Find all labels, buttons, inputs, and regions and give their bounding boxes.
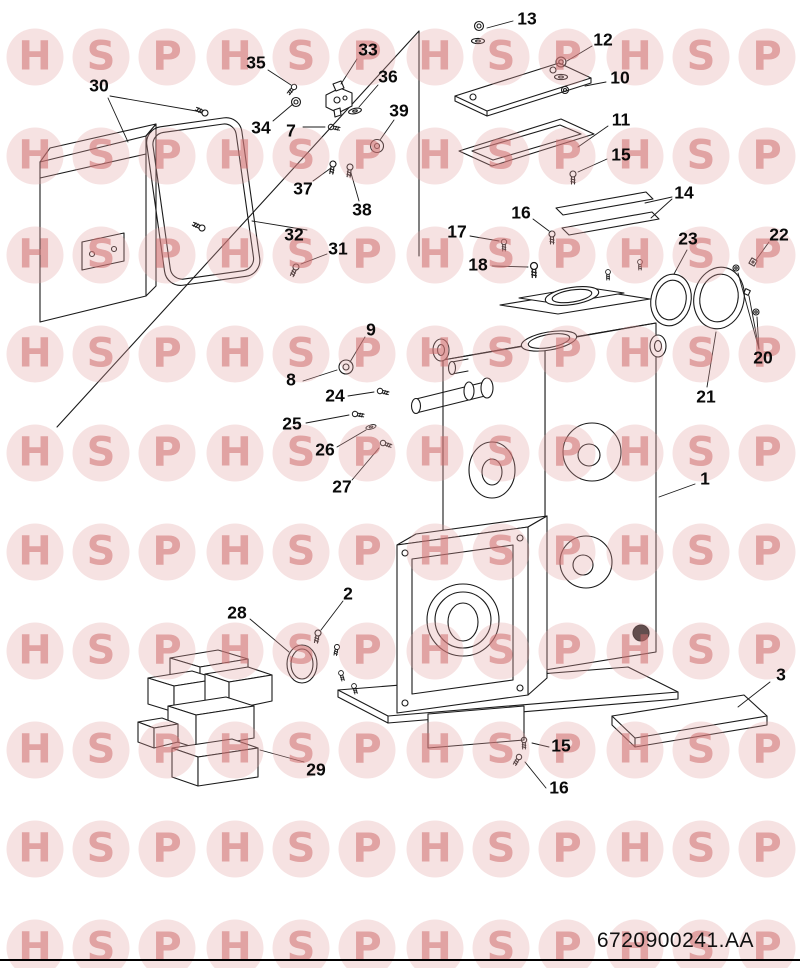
part-seal-ring — [286, 628, 341, 684]
part-mounting-rails — [555, 191, 660, 281]
document-code: 6720900241.AA — [596, 929, 754, 952]
part-valve-assembly — [285, 80, 385, 278]
part-burner-frame — [396, 515, 548, 749]
part-lid-frame — [458, 118, 595, 167]
leader-lines — [107, 20, 771, 789]
part-shaft-rod — [338, 358, 494, 450]
part-top-lid — [454, 62, 592, 117]
part-casing-panel — [39, 105, 210, 323]
fasteners-bottom — [511, 736, 528, 767]
part-bottom-panel — [611, 694, 768, 748]
separator-lines — [56, 30, 420, 428]
part-sight-rings — [650, 257, 760, 330]
part-insulation-blocks — [137, 649, 273, 787]
bottom-border-line — [0, 959, 800, 961]
part-door-gasket — [146, 117, 261, 286]
